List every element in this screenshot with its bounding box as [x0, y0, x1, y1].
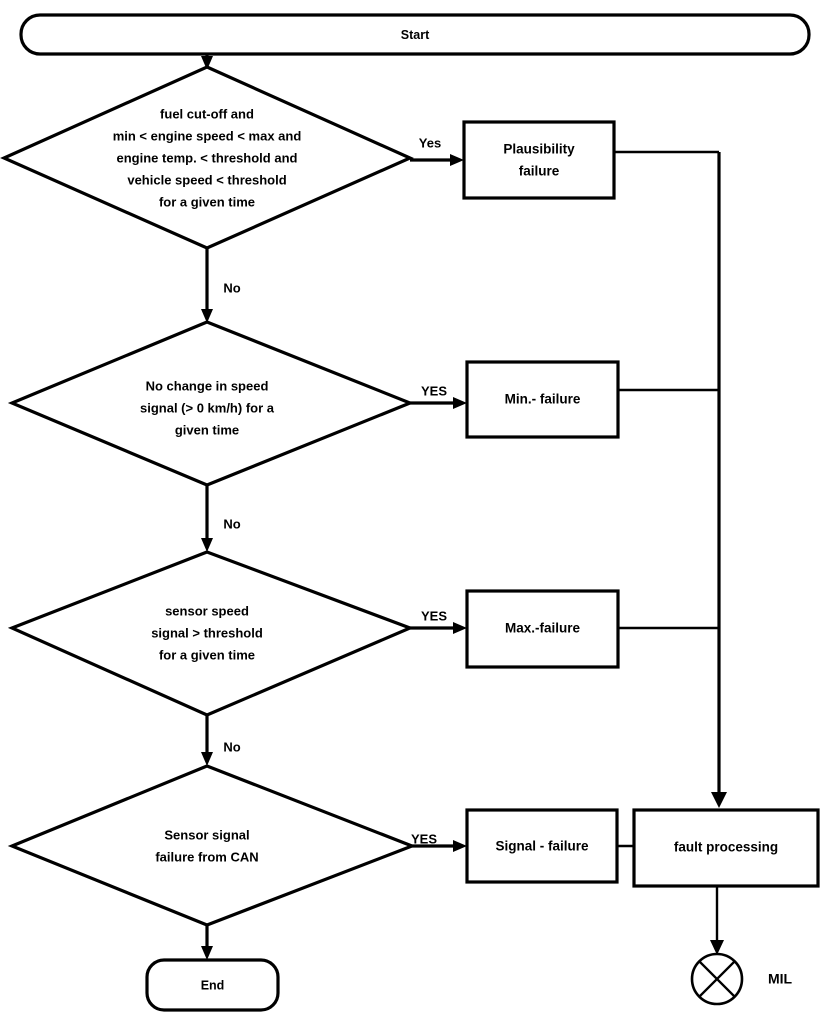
- decision-1-line-5: for a given time: [159, 194, 255, 209]
- decision-1-shape: [0, 65, 414, 250]
- edge-faultprocessing-to-mil: [710, 886, 724, 955]
- signal-failure-shape: [465, 808, 619, 884]
- decision-3-line-1: sensor speed: [165, 603, 249, 618]
- node-end[interactable]: End: [145, 958, 280, 1012]
- node-max-failure[interactable]: Max.-failure: [465, 589, 620, 669]
- decision-3-line-2: signal > threshold: [151, 625, 263, 640]
- decision-1-line-1: fuel cut-off and: [160, 106, 254, 121]
- start-terminal-shape: [19, 13, 811, 56]
- edge-label-decision2-yes: YES: [421, 383, 447, 398]
- decision-3-line-3: for a given time: [159, 647, 255, 662]
- node-decision-1[interactable]: fuel cut-off and min < engine speed < ma…: [0, 65, 414, 250]
- edge-labels: Yes No YES No YES No YES: [223, 135, 447, 846]
- start-label: Start: [401, 28, 430, 42]
- signal-failure-label: Signal - failure: [495, 839, 589, 854]
- max-failure-shape: [465, 589, 620, 669]
- plausibility-failure-line-2: failure: [519, 164, 560, 179]
- end-terminal-shape: [145, 958, 280, 1012]
- edge-label-decision3-no: No: [223, 739, 240, 754]
- node-decision-3[interactable]: sensor speed signal > threshold for a gi…: [7, 550, 415, 717]
- edge-decision3-no: [201, 715, 213, 766]
- edge-label-decision3-yes: YES: [421, 608, 447, 623]
- node-signal-failure[interactable]: Signal - failure: [465, 808, 619, 884]
- edge-decision2-no: [201, 485, 213, 552]
- decision-2-line-3: given time: [175, 422, 239, 437]
- node-decision-2[interactable]: No change in speed signal (> 0 km/h) for…: [7, 320, 415, 487]
- mil-label: MIL: [768, 971, 793, 987]
- edge-label-decision1-no: No: [223, 280, 240, 295]
- decision-1-line-4: vehicle speed < threshold: [127, 172, 286, 187]
- decision-2-line-2: signal (> 0 km/h) for a: [140, 400, 275, 415]
- edge-decision2-yes: [410, 397, 467, 409]
- decision-4-shape: [7, 764, 417, 927]
- node-decision-4[interactable]: Sensor signal failure from CAN: [7, 764, 417, 927]
- decision-4-line-1: Sensor signal: [164, 827, 249, 842]
- edge-failure-bus: [614, 150, 727, 808]
- edge-decision1-yes: [410, 154, 464, 166]
- edge-decision1-no: [201, 248, 213, 323]
- edge-label-decision1-yes: Yes: [419, 135, 441, 150]
- min-failure-shape: [465, 360, 620, 439]
- edge-decision4-yes: [412, 840, 467, 852]
- plausibility-failure-shape: [462, 120, 616, 200]
- edge-decision3-yes: [410, 622, 467, 634]
- edge-label-decision4-yes: YES: [411, 831, 437, 846]
- fault-processing-label: fault processing: [674, 840, 778, 855]
- plausibility-failure-line-1: Plausibility: [503, 142, 575, 157]
- node-mil[interactable]: MIL: [690, 952, 793, 1006]
- end-label: End: [201, 978, 225, 992]
- edge-decision4-no: [201, 925, 213, 960]
- decision-2-line-1: No change in speed: [146, 378, 269, 393]
- decision-1-line-3: engine temp. < threshold and: [117, 150, 298, 165]
- mil-cross-stroke-2: [698, 960, 736, 998]
- node-fault-processing[interactable]: fault processing: [632, 808, 820, 888]
- decision-3-shape: [7, 550, 415, 717]
- decision-2-shape: [7, 320, 415, 487]
- decision-4-line-2: failure from CAN: [155, 849, 258, 864]
- node-min-failure[interactable]: Min.- failure: [465, 360, 620, 439]
- max-failure-label: Max.-failure: [505, 621, 581, 636]
- fault-processing-shape: [632, 808, 820, 888]
- min-failure-label: Min.- failure: [505, 392, 581, 407]
- node-plausibility-failure[interactable]: Plausibility failure: [462, 120, 616, 200]
- edge-label-decision2-no: No: [223, 516, 240, 531]
- decision-1-line-2: min < engine speed < max and: [113, 128, 302, 143]
- node-start[interactable]: Start: [19, 13, 811, 56]
